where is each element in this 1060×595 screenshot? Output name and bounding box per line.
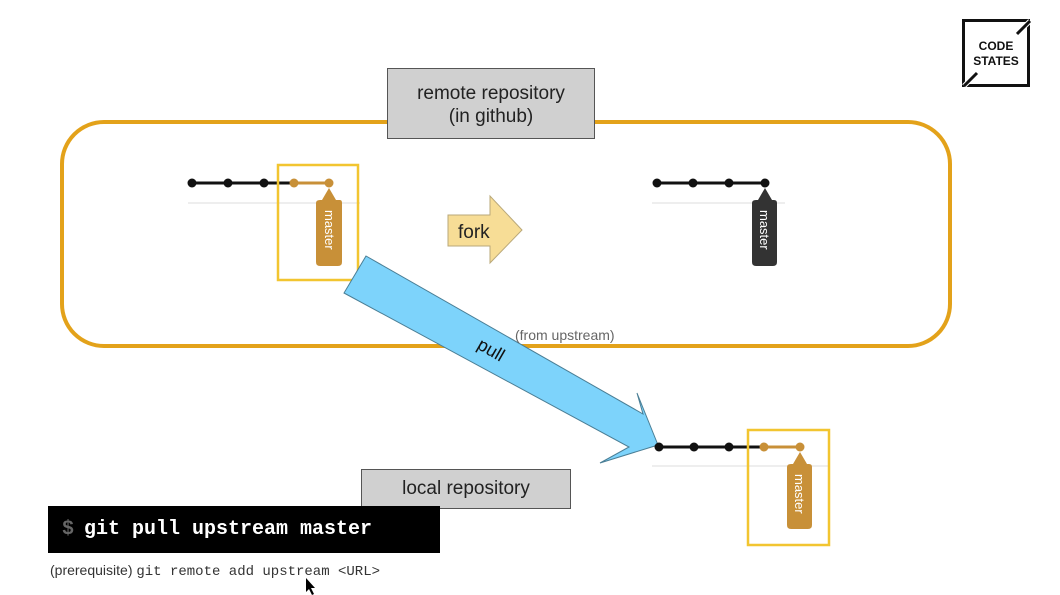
from-upstream-label: (from upstream) xyxy=(515,327,615,343)
fork-arrow: fork xyxy=(447,194,523,265)
commit-node xyxy=(654,442,664,452)
prerequisite-command: git remote add upstream <URL> xyxy=(136,564,381,580)
code-states-logo: CODE STATES xyxy=(962,19,1030,87)
commit-node xyxy=(652,178,662,188)
svg-text:master: master xyxy=(322,210,337,250)
commit-node xyxy=(259,178,269,188)
fork-commit-graph: master xyxy=(652,178,785,266)
new-commits-highlight xyxy=(746,428,831,547)
svg-text:master: master xyxy=(792,474,807,514)
commit-node xyxy=(760,178,770,188)
new-commit-node xyxy=(759,442,769,452)
commit-node xyxy=(187,178,197,188)
svg-text:master: master xyxy=(757,210,772,250)
commit-node xyxy=(688,178,698,188)
local-title: local repository xyxy=(402,478,530,499)
pull-arrow: pull xyxy=(343,255,659,464)
commit-node xyxy=(223,178,233,188)
prompt-symbol: $ xyxy=(62,518,75,541)
commit-node xyxy=(689,442,699,452)
remote-repository-label: remote repository (in github) xyxy=(387,68,595,139)
commit-node xyxy=(724,178,734,188)
command-box: $ git pull upstream master xyxy=(48,506,440,553)
upstream-commit-graph: master xyxy=(187,163,360,282)
new-commit-node xyxy=(289,178,299,188)
prerequisite-label: (prerequisite) xyxy=(50,562,133,578)
remote-title-line2: (in github) xyxy=(448,106,534,127)
new-commits-highlight xyxy=(276,163,360,282)
prerequisite-note: (prerequisite) git remote add upstream <… xyxy=(50,562,380,580)
master-branch-tag: master xyxy=(787,452,812,529)
remote-title-line1: remote repository xyxy=(417,83,565,104)
master-branch-tag: master xyxy=(752,188,777,266)
new-commit-node xyxy=(795,442,805,452)
fork-label: fork xyxy=(458,222,490,243)
local-repository-label: local repository xyxy=(361,469,571,509)
commit-node xyxy=(724,442,734,452)
command-text: git pull upstream master xyxy=(84,518,373,541)
local-commit-graph: master xyxy=(652,428,831,547)
master-branch-tag: master xyxy=(316,188,342,266)
new-commit-node xyxy=(324,178,334,188)
